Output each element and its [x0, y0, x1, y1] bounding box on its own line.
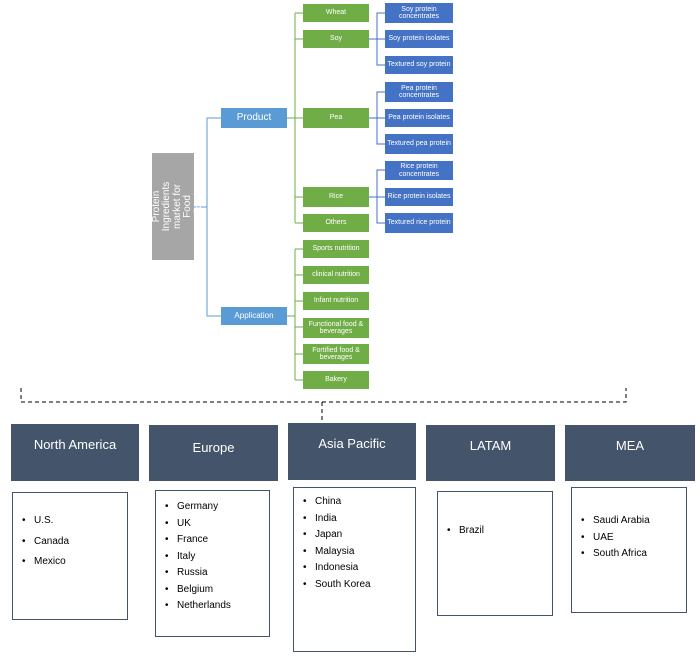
region-header-asia-pacific: Asia Pacific	[288, 423, 416, 480]
region-header-north-america: North America	[11, 424, 139, 481]
node-application: Application	[221, 307, 287, 325]
node-rice-protein-isolates: Rice protein isolates	[385, 188, 453, 206]
node-wheat: Wheat	[303, 4, 369, 22]
node-textured-rice-protein: Textured rice protein	[385, 213, 453, 233]
node-soy: Soy	[303, 30, 369, 48]
list-item: South Korea	[294, 577, 415, 594]
node-pea-protein-concentrates: Pea protein concentrates	[385, 82, 453, 102]
list-item: Canada	[13, 532, 127, 553]
list-item: India	[294, 511, 415, 528]
node-textured-soy-protein: Textured soy protein	[385, 56, 453, 74]
list-item: China	[294, 494, 415, 511]
country-list-mea: Saudi Arabia UAE South Africa	[571, 487, 687, 613]
node-infant-nutrition: Infant nutrition	[303, 292, 369, 310]
node-rice: Rice	[303, 187, 369, 207]
list-item: U.S.	[13, 511, 127, 532]
node-fortified-food-beverages: Fortified food & beverages	[303, 344, 369, 364]
node-pea: Pea	[303, 108, 369, 128]
root-node: Plant Protein Ingredients market for Foo…	[141, 153, 204, 260]
node-rice-protein-concentrates: Rice protein concentrates	[385, 161, 453, 180]
country-list-asia-pacific: China India Japan Malaysia Indonesia Sou…	[293, 487, 416, 652]
node-bakery: Bakery	[303, 371, 369, 389]
node-others: Others	[303, 214, 369, 232]
node-clinical-nutrition: clinical nutrition	[303, 266, 369, 284]
region-header-latam: LATAM	[426, 425, 555, 481]
list-item: Brazil	[438, 523, 552, 540]
node-functional-food-beverages: Functional food & beverages	[303, 318, 369, 338]
node-product: Product	[221, 108, 287, 128]
list-item: Japan	[294, 527, 415, 544]
region-header-europe: Europe	[149, 425, 278, 481]
region-header-mea: MEA	[565, 425, 695, 481]
country-list-europe: Germany UK France Italy Russia Belgium N…	[155, 490, 270, 637]
country-list-latam: Brazil	[437, 491, 553, 616]
list-item: Malaysia	[294, 544, 415, 561]
list-item: Russia	[156, 565, 269, 582]
node-soy-protein-isolates: Soy protein isolates	[385, 30, 453, 48]
list-item: Italy	[156, 549, 269, 566]
list-item: Germany	[156, 499, 269, 516]
node-pea-protein-isolates: Pea protein isolates	[385, 109, 453, 127]
list-item: Belgium	[156, 582, 269, 599]
node-textured-pea-protein: Textured pea protein	[385, 134, 453, 154]
country-list-north-america: U.S. Canada Mexico	[12, 492, 128, 620]
node-sports-nutrition: Sports nutrition	[303, 240, 369, 258]
list-item: Mexico	[13, 552, 127, 573]
list-item: UK	[156, 516, 269, 533]
node-soy-protein-concentrates: Soy protein concentrates	[385, 3, 453, 23]
list-item: France	[156, 532, 269, 549]
root-label: Plant Protein Ingredients market for Foo…	[140, 181, 205, 232]
list-item: Saudi Arabia	[572, 513, 686, 530]
list-item: Indonesia	[294, 560, 415, 577]
list-item: Netherlands	[156, 598, 269, 615]
list-item: South Africa	[572, 546, 686, 563]
list-item: UAE	[572, 530, 686, 547]
